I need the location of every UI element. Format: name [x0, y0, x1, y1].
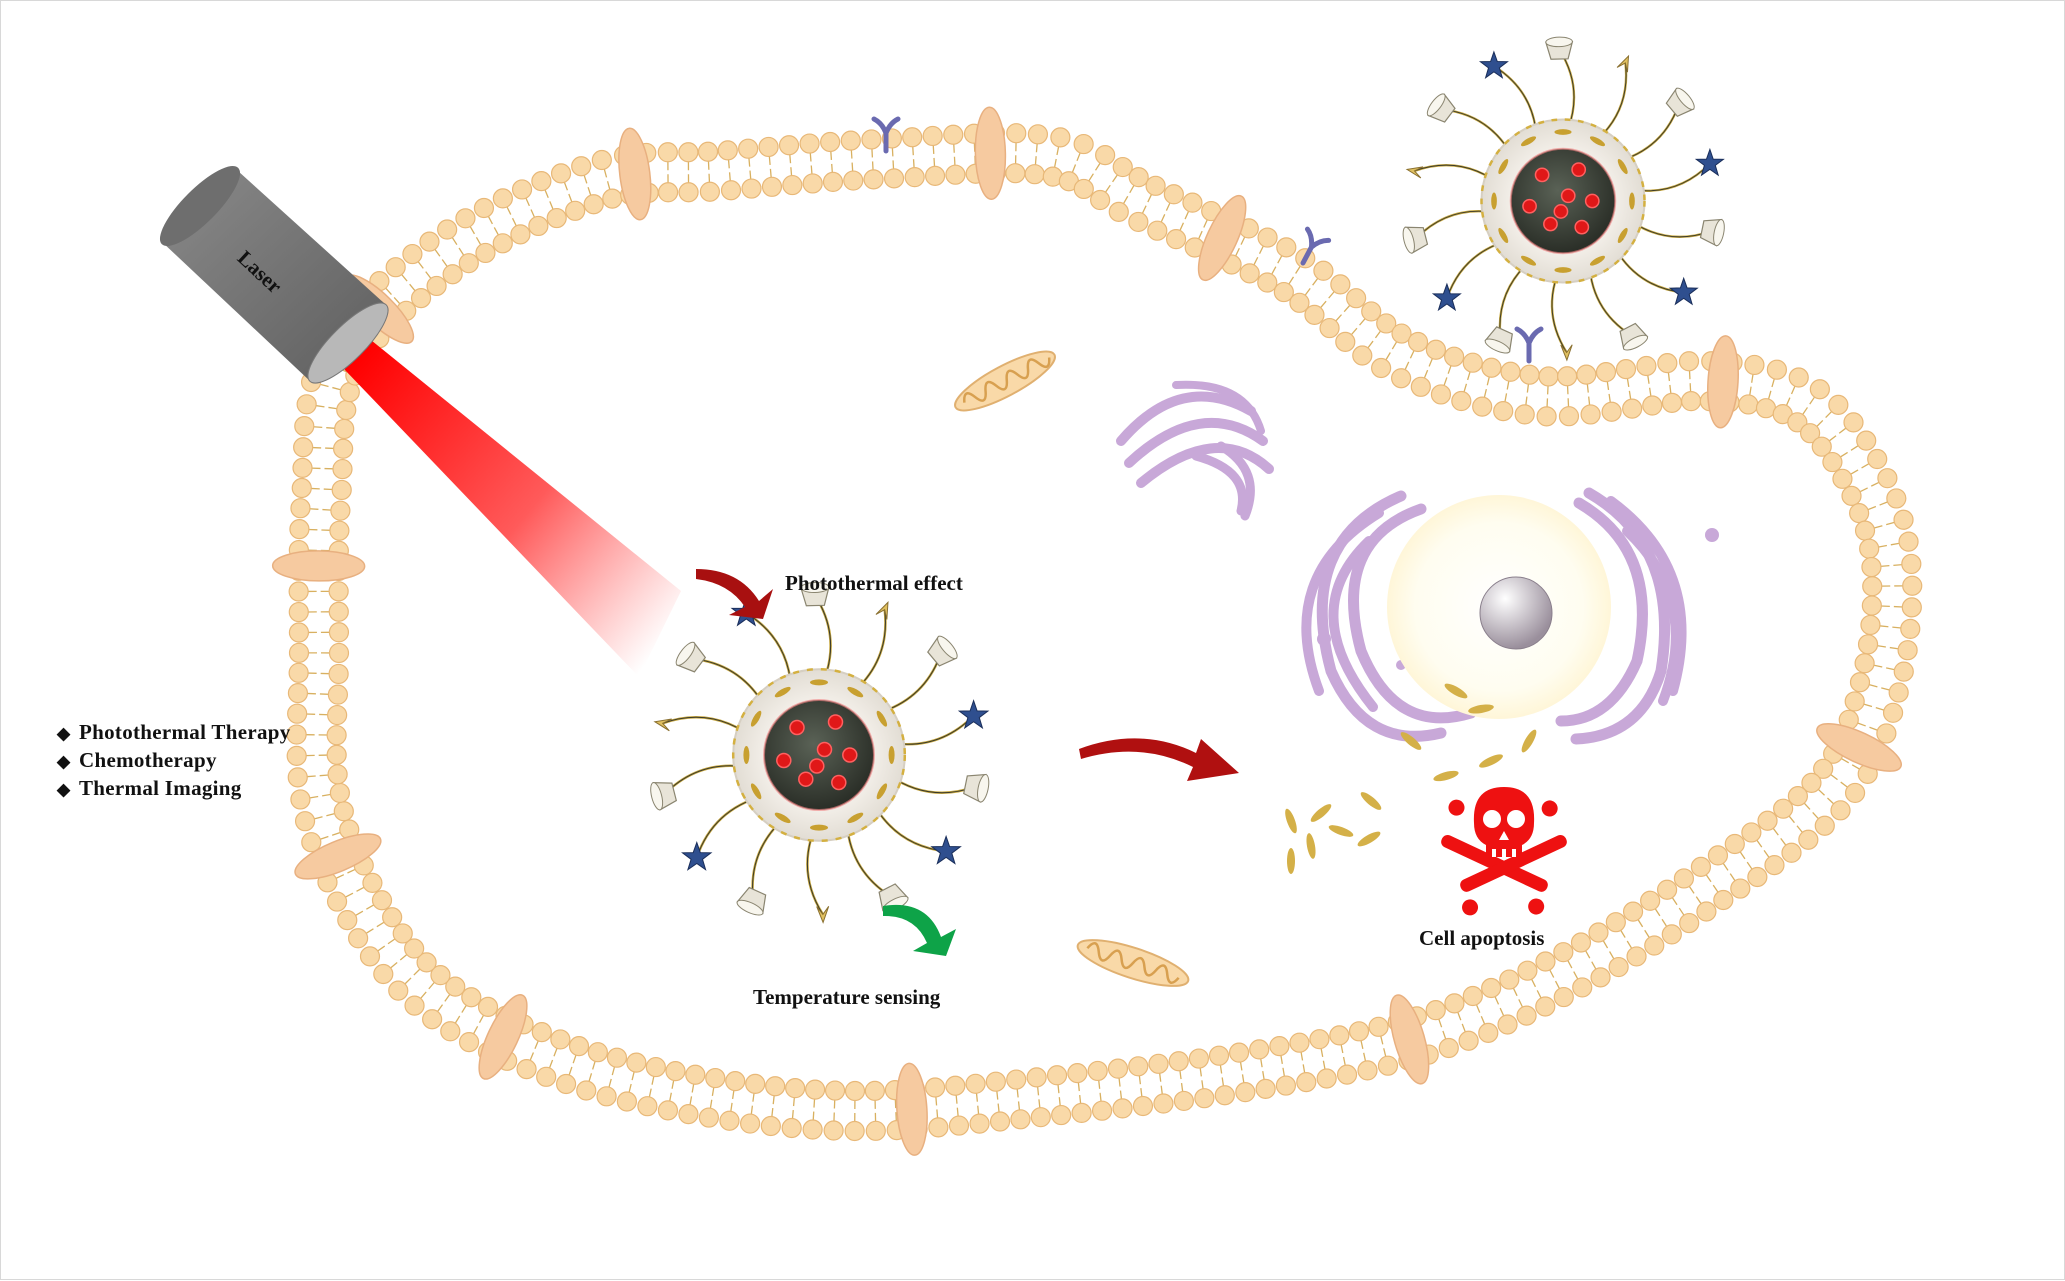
- temperature-sensing-label: Temperature sensing: [753, 985, 941, 1009]
- applications-list: ◆Photothermal Therapy ◆Chemotherapy ◆The…: [57, 719, 291, 803]
- photothermal-arrow: [696, 569, 773, 619]
- application-item: ◆Thermal Imaging: [57, 775, 291, 803]
- cell-apoptosis-label: Cell apoptosis: [1419, 926, 1544, 950]
- temperature-arrow: [883, 905, 956, 956]
- application-item: ◆Chemotherapy: [57, 747, 291, 775]
- nucleus: [1306, 493, 1719, 739]
- laser-beam: [344, 336, 681, 677]
- skull-icon: [1439, 787, 1569, 918]
- photothermal-effect-label: Photothermal effect: [785, 571, 963, 595]
- mitochondrion-bottom: [1073, 931, 1193, 995]
- nanoparticle-center: [648, 582, 990, 922]
- golgi-apparatus: [1121, 385, 1269, 516]
- mitochondrion-top: [949, 341, 1062, 420]
- nucleolus: [1480, 577, 1552, 649]
- application-item: ◆Photothermal Therapy: [57, 719, 291, 747]
- diamond-icon: ◆: [57, 777, 79, 803]
- diamond-icon: ◆: [57, 749, 79, 775]
- apoptosis-arrow: [1079, 738, 1239, 781]
- nanoparticle-top-right: [1401, 37, 1726, 360]
- diamond-icon: ◆: [57, 721, 79, 747]
